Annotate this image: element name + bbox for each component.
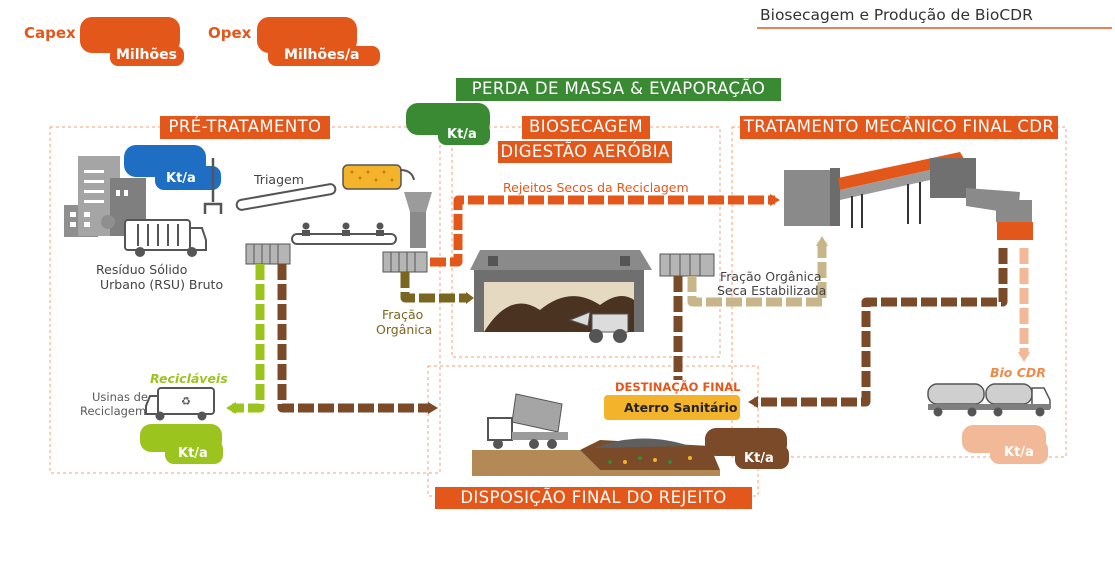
capex-label: Capex [24,24,76,42]
lime-kta-label: Kt/a [178,446,208,461]
grate-2 [382,251,428,273]
fracao-organica-label-2: Orgânica [376,322,433,337]
reciclaveis-flow [232,264,265,413]
tanker-trucks-icon [927,383,1051,417]
tmf-title: TRATAMENTO MECÂNICO FINAL CDR [743,117,1055,136]
tmf-rejeito-flow [754,248,1008,407]
bio-bar-1 [522,116,650,139]
triagem-conveyor [235,183,397,245]
capex-blob [80,17,184,66]
destinacao-label: DESTINAÇÃO FINAL [615,380,741,394]
reciclaveis-label: Recicláveis [150,371,228,386]
blue-kta-label: Kt/a [166,171,196,186]
peach-kta-label: Kt/a [1004,445,1034,460]
trommel-icon [342,164,402,190]
city-buildings-icon [64,156,146,237]
lime-kta-blob [140,424,223,464]
page-title: Biosecagem e Produção de BioCDR [760,6,1033,24]
dump-truck-icon [487,393,568,449]
brown-kta-label: Kt/a [744,451,774,466]
usinas-label-2: Reciclagem [80,404,147,418]
hopper-icon [404,192,432,248]
recycle-truck-icon: ♻ [145,387,215,421]
rsu-label-2: Urbano (RSU) Bruto [100,277,224,292]
biosecagem-title: BIOSECAGEM [528,117,644,136]
fracao-seca-label-1: Fração Orgânica [720,269,822,284]
aterro-badge [604,395,740,420]
garbage-truck-icon [124,219,207,257]
triagem-label: Triagem [254,172,304,187]
loader-icon [568,311,629,343]
fracao-seca-flow [687,242,827,307]
rejeito-flow [277,264,430,413]
workers-icon [302,222,384,236]
biocdr-label: Bio CDR [990,365,1046,380]
usinas-label-1: Usinas de [92,390,148,404]
landfill-icon [472,438,720,476]
claw-icon [203,158,223,214]
opex-unit: Milhões/a [284,47,360,63]
green-kta-label: Kt/a [447,127,477,142]
aterro-label: Aterro Sanitário [624,400,738,415]
perda-title: PERDA DE MASSA & EVAPORAÇÃO [471,79,766,98]
grate-1 [245,243,291,265]
opex-label: Opex [208,24,252,42]
trommel-arrow [399,169,415,181]
grate-3 [659,253,715,277]
pre-tratamento-title: PRÉ-TRATAMENTO [168,117,322,136]
rejeitos-flow [430,195,775,267]
rsu-label-1: Resíduo Sólido [96,262,188,277]
disposicao-title: DISPOSIÇÃO FINAL DO REJEITO [460,488,727,507]
svg-text:♻: ♻ [181,395,191,408]
tmf-machinery-icon [784,152,1033,240]
green-kta-blob [406,103,490,145]
fracao-organica-flow [400,272,466,303]
blue-kta-blob [124,145,221,190]
brown-kta-blob [705,428,789,469]
rejeitos-label: Rejeitos Secos da Reciclagem [503,180,689,195]
peach-kta-blob [962,425,1048,464]
pre-bar [160,116,330,139]
tratamento-frame [731,126,1067,458]
bio-bar-2 [498,141,672,163]
opex-blob [257,17,380,66]
capex-unit: Milhões [116,47,177,63]
digestao-title: DIGESTÃO AERÓBIA [500,142,670,161]
fracao-seca-label-2: Seca Estabilizada [717,283,827,298]
tmf-bar [740,116,1058,139]
disp-bar [435,487,752,509]
fracao-organica-label-1: Fração [382,307,424,322]
perda-bar [456,78,781,101]
